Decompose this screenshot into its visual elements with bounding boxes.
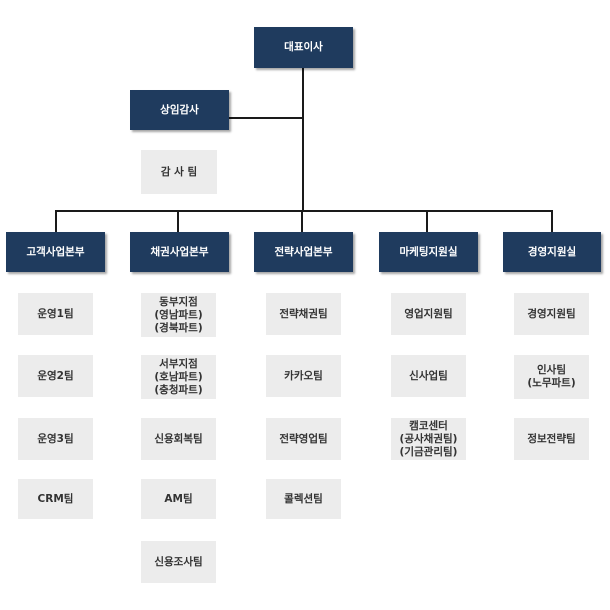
team-box-2-1: 동부지점 (영남파트) (경북파트) [141,293,216,337]
division-header-1-label: 고객사업본부 [26,245,85,258]
division-header-4: 마케팅지원실 [379,232,478,272]
team-box-3-3: 전략영업팀 [266,418,341,460]
division-drop-4 [426,210,428,232]
team-box-4-2: 신사업팀 [391,355,466,397]
auditor-box: 상임감사 [130,90,229,130]
team-box-1-4-label: CRM팀 [37,492,74,505]
division-header-3: 전략사업본부 [254,232,353,272]
team-box-3-2: 카카오팀 [266,355,341,397]
audit-team-box-label: 감 사 팀 [160,165,198,178]
team-box-1-2-label: 운영2팀 [37,369,74,382]
team-box-5-3: 정보전략팀 [514,418,589,460]
team-box-2-3: 신용회복팀 [141,418,216,460]
team-box-2-1-label: 동부지점 (영남파트) (경북파트) [154,295,203,334]
division-header-5-label: 경영지원실 [527,245,577,258]
division-header-3-label: 전략사업본부 [274,245,333,258]
division-drop-5 [551,210,553,232]
division-header-4-label: 마케팅지원실 [399,245,458,258]
team-box-3-1-label: 전략채권팀 [279,307,328,320]
team-box-5-2: 인사팀 (노무파트) [514,355,589,399]
division-header-5: 경영지원실 [503,232,601,272]
team-box-1-2: 운영2팀 [18,355,93,397]
team-box-1-1: 운영1팀 [18,293,93,335]
team-box-4-3-label: 캠코센터 (공사채권팀) (기금관리팀) [399,419,458,458]
team-box-2-2: 서부지점 (호남파트) (충청파트) [141,355,216,399]
auditor-box-label: 상임감사 [160,103,199,116]
team-box-1-3-label: 운영3팀 [37,432,74,445]
team-box-2-3-label: 신용회복팀 [154,432,203,445]
team-box-3-3-label: 전략영업팀 [279,432,328,445]
team-box-3-1: 전략채권팀 [266,293,341,335]
division-drop-3 [301,210,303,232]
division-bus [56,210,552,212]
team-box-1-1-label: 운영1팀 [37,307,74,320]
team-box-2-4-label: AM팀 [164,492,193,505]
team-box-5-2-label: 인사팀 (노무파트) [527,364,576,389]
team-box-4-3: 캠코센터 (공사채권팀) (기금관리팀) [391,418,466,460]
team-box-3-4: 콜렉션팀 [266,479,341,519]
ceo-box: 대표이사 [254,27,353,68]
team-box-1-3: 운영3팀 [18,418,93,460]
division-drop-2 [177,210,179,232]
team-box-4-1: 영업지원팀 [391,293,466,335]
team-box-4-2-label: 신사업팀 [409,369,448,382]
team-box-4-1-label: 영업지원팀 [404,307,453,320]
team-box-5-1-label: 경영지원팀 [527,307,576,320]
team-box-1-4: CRM팀 [18,479,93,519]
team-box-5-1: 경영지원팀 [514,293,589,335]
division-header-2: 채권사업본부 [130,232,229,272]
division-drop-1 [55,210,57,232]
team-box-2-4: AM팀 [141,479,216,519]
ceo-box-label: 대표이사 [284,41,323,53]
team-box-2-2-label: 서부지점 (호남파트) (충청파트) [154,357,203,396]
auditor-connector [178,117,302,119]
team-box-3-2-label: 카카오팀 [284,369,323,382]
ceo-connector [302,68,304,211]
team-box-2-5-label: 신용조사팀 [154,555,203,568]
division-header-2-label: 채권사업본부 [150,245,209,258]
team-box-2-5: 신용조사팀 [141,541,216,583]
team-box-3-4-label: 콜렉션팀 [284,492,323,505]
team-box-5-3-label: 정보전략팀 [527,432,576,445]
audit-team-box: 감 사 팀 [141,150,217,194]
division-header-1: 고객사업본부 [6,232,105,272]
